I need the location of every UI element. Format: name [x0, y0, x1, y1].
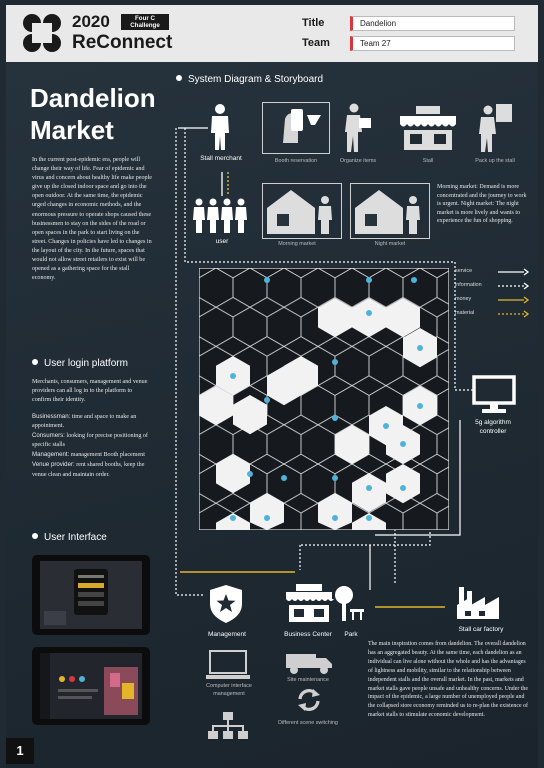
- bullet-icon: [176, 75, 182, 81]
- challenge-badge: Four C Challenge: [121, 14, 169, 30]
- legend-information: information: [455, 282, 482, 288]
- sub-item-label: Computer interface management: [206, 683, 252, 697]
- park-tree-bench-icon: [335, 586, 364, 621]
- tablet-screen: [40, 561, 142, 629]
- sweeper-truck-icon: [286, 654, 332, 674]
- management-label: Management: [208, 631, 246, 638]
- legend-money: money: [455, 296, 472, 302]
- role-item: Consumers: looking for precise positioni…: [32, 432, 148, 449]
- stall-icons: [230, 277, 423, 521]
- morning-market-tile: [262, 183, 342, 239]
- step-label: Pack up the stall: [475, 158, 515, 164]
- header-bar: 2020 Four C Challenge ReConnect Title Da…: [6, 5, 538, 62]
- tablet-screen: [40, 653, 142, 719]
- users-group-icon: [193, 198, 247, 233]
- title-label: Title: [302, 17, 325, 29]
- app-screen-image: [40, 561, 142, 629]
- intro-paragraph: In the current post-epidemic era, people…: [32, 157, 152, 282]
- park-label: Park: [344, 631, 358, 638]
- management-shield-icon: [210, 585, 242, 623]
- tablet-mockup-1: [32, 555, 150, 635]
- sub-item-label: Different scene switching: [278, 720, 338, 726]
- organize-items-tile: [338, 102, 376, 154]
- business-center-label: Business Center: [284, 631, 332, 638]
- diagram-heading: System Diagram & Storyboard: [176, 74, 323, 85]
- title-field: Dandelion: [350, 16, 515, 31]
- pack-up-person-icon: [479, 104, 512, 152]
- legend-service: service: [455, 268, 473, 274]
- stall-tile: [396, 102, 460, 154]
- user-label: user: [215, 238, 229, 245]
- dashboard-screen-image: [40, 653, 142, 719]
- title-line-2: Market: [30, 115, 114, 145]
- project-title: Dandelion Market: [30, 82, 156, 146]
- role-item: Businessman: time and space to make an a…: [32, 413, 137, 430]
- night-market-tile: [350, 183, 430, 239]
- year-label: 2020: [72, 12, 110, 31]
- market-label: Morning market: [278, 241, 316, 247]
- monitor-controller-icon: [472, 375, 516, 413]
- stall-shop-icon: [400, 106, 456, 150]
- stall-merchant-label: Stall merchant: [200, 155, 242, 162]
- diagram-heading-text: System Diagram & Storyboard: [188, 74, 324, 85]
- night-market-scene-icon: [355, 190, 420, 234]
- ui-heading: User Interface: [32, 532, 107, 543]
- phone-hand-icon: [283, 109, 321, 143]
- market-note: Morning market: Demand is more concentra…: [437, 184, 527, 225]
- merchant-figure-icon: [211, 104, 229, 150]
- legend-arrows-icon: [498, 268, 530, 318]
- inspiration-paragraph: The main inspiration comes from dandelio…: [368, 641, 528, 719]
- controller-label: 5g algorithm controller: [475, 419, 511, 435]
- computer-laptop-icon: [206, 650, 250, 679]
- login-roles: Businessman: time and space to make an a…: [32, 412, 154, 480]
- morning-market-scene-icon: [267, 190, 332, 234]
- team-label: Team: [302, 37, 330, 49]
- title-line-1: Dandelion: [30, 83, 156, 113]
- bullet-icon: [32, 359, 38, 365]
- role-item: Management: management Booth placement: [32, 451, 145, 459]
- step-label: Booth reservation: [274, 158, 318, 164]
- business-center-icon: [286, 584, 334, 622]
- legend-material: material: [455, 310, 475, 316]
- role-item: Venue provider: rent shared booths, keep…: [32, 461, 145, 478]
- team-field: Team 27: [350, 36, 515, 51]
- step-label: Stall: [422, 158, 434, 164]
- booth-reservation-tile: [262, 102, 330, 154]
- tablet-mockup-2: [32, 647, 150, 725]
- hex-market-plan: [199, 268, 449, 530]
- factory-icon: [457, 587, 499, 619]
- login-heading: User login platform: [32, 358, 128, 369]
- pack-up-tile: [474, 102, 516, 154]
- reconnect-logo-icon: [23, 14, 61, 52]
- login-paragraph: Merchants, consumers, management and ven…: [32, 379, 148, 404]
- market-label: Night market: [374, 241, 406, 247]
- org-chart-icon: [208, 712, 248, 739]
- ui-heading-text: User Interface: [44, 532, 107, 543]
- bullet-icon: [32, 533, 38, 539]
- page-number: 1: [6, 738, 34, 764]
- sub-item-label: Site maintenance: [287, 677, 329, 683]
- carrying-person-icon: [345, 103, 371, 152]
- switch-arrows-icon: [298, 689, 320, 711]
- stall-car-factory-label: Stall car factory: [458, 626, 504, 633]
- login-heading-text: User login platform: [44, 358, 128, 369]
- brand-name: ReConnect: [72, 32, 173, 53]
- step-label: Organize items: [339, 158, 377, 164]
